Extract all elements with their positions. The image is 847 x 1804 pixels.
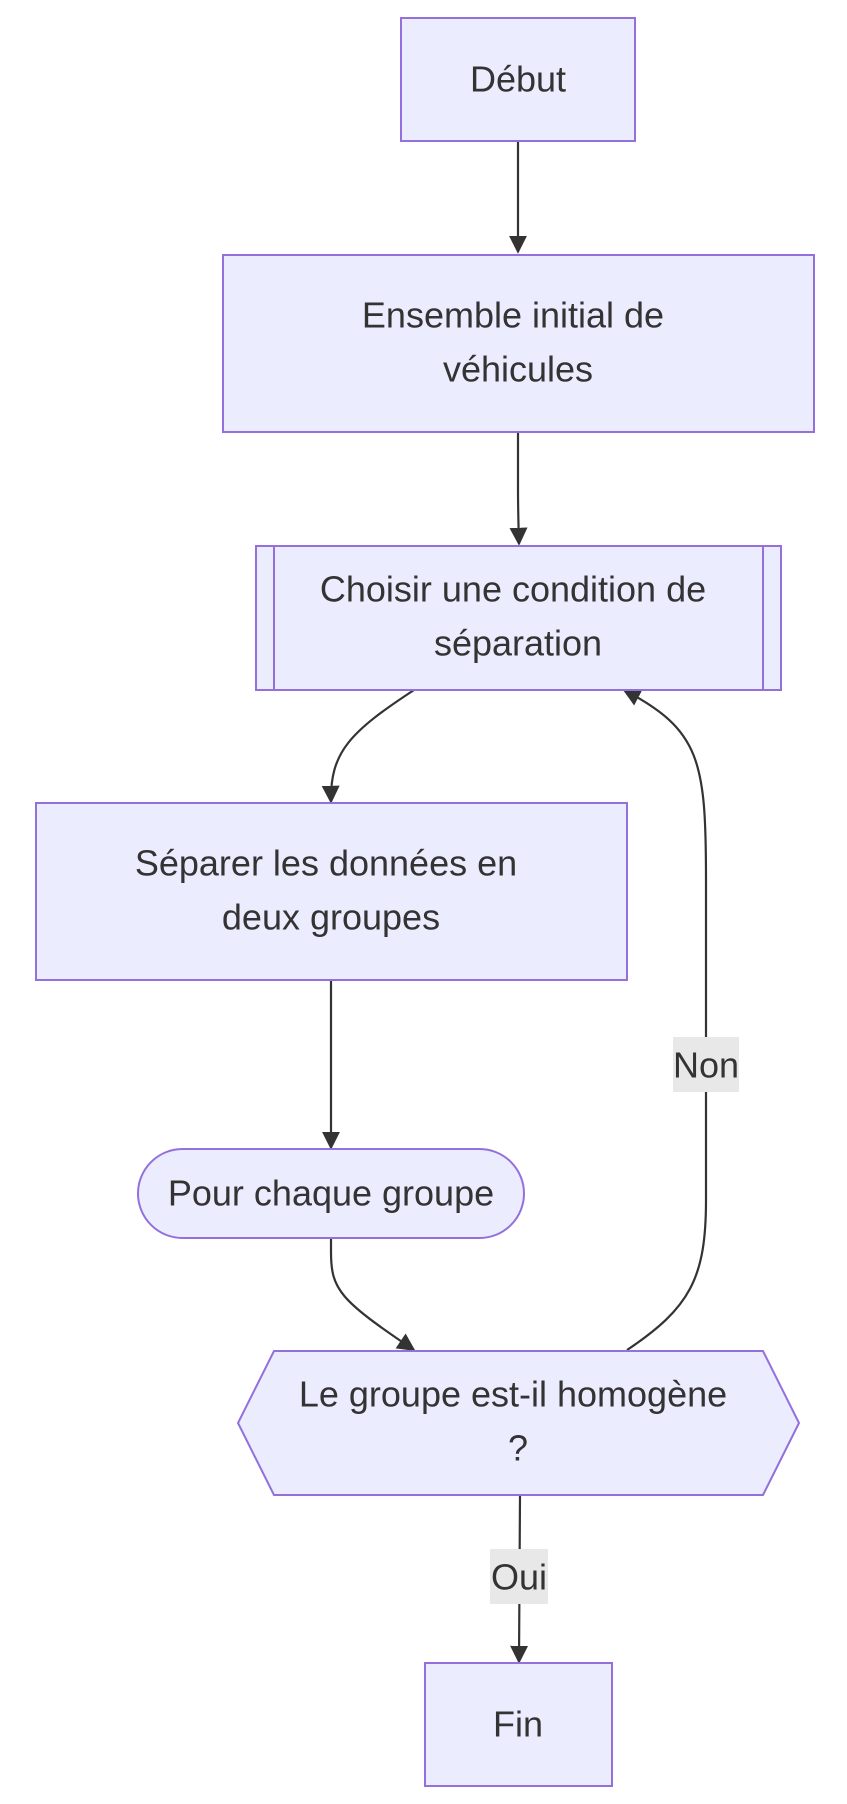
node-debut: Début [400,17,636,142]
edge-choisir-to-separer [321,689,415,804]
node-ensemble-label-line2: véhicules [443,349,593,390]
edge-label-non-text: Non [673,1045,739,1086]
edge-label-oui: Oui [490,1549,548,1604]
node-separer-label-line2: deux groupes [222,897,440,938]
node-pour-chaque-label: Pour chaque groupe [168,1173,494,1214]
node-ensemble-box [222,254,815,433]
node-debut-box [400,17,636,142]
node-fin-label: Fin [493,1704,543,1745]
edge-label-non-background [673,1037,739,1092]
node-fin: Fin [424,1662,613,1787]
node-ensemble-label-line1: Ensemble initial de [362,295,664,336]
edge-ensemble-to-choisir [509,432,528,546]
node-ensemble: Ensemble initial de véhicules [222,254,815,433]
node-homogene: Le groupe est-il homogène ? [236,1350,801,1496]
node-homogene-hexagon [236,1350,801,1496]
node-debut-label: Début [470,59,566,100]
edge-label-oui-text: Oui [491,1557,547,1598]
node-fin-box [424,1662,613,1787]
node-pour-chaque-box [137,1148,525,1239]
edge-homogene-to-choisir-non [622,689,708,1351]
node-separer: Séparer les données en deux groupes [35,802,628,981]
node-choisir-label-line1: Choisir une condition de [320,569,706,610]
node-pour-chaque: Pour chaque groupe [137,1148,525,1239]
edges [321,141,708,1664]
node-homogene-label-line1: Le groupe est-il homogène [299,1374,727,1415]
node-choisir: Choisir une condition de séparation [255,545,782,691]
edge-label-oui-background [490,1549,548,1604]
node-separer-label-line1: Séparer les données en [135,843,517,884]
node-choisir-box [255,545,782,691]
node-homogene-label-line2: ? [508,1428,528,1469]
edge-label-non: Non [673,1037,739,1092]
node-choisir-label-line2: séparation [434,623,602,664]
node-separer-box [35,802,628,981]
edge-pour-chaque-to-homogene [329,1238,416,1352]
